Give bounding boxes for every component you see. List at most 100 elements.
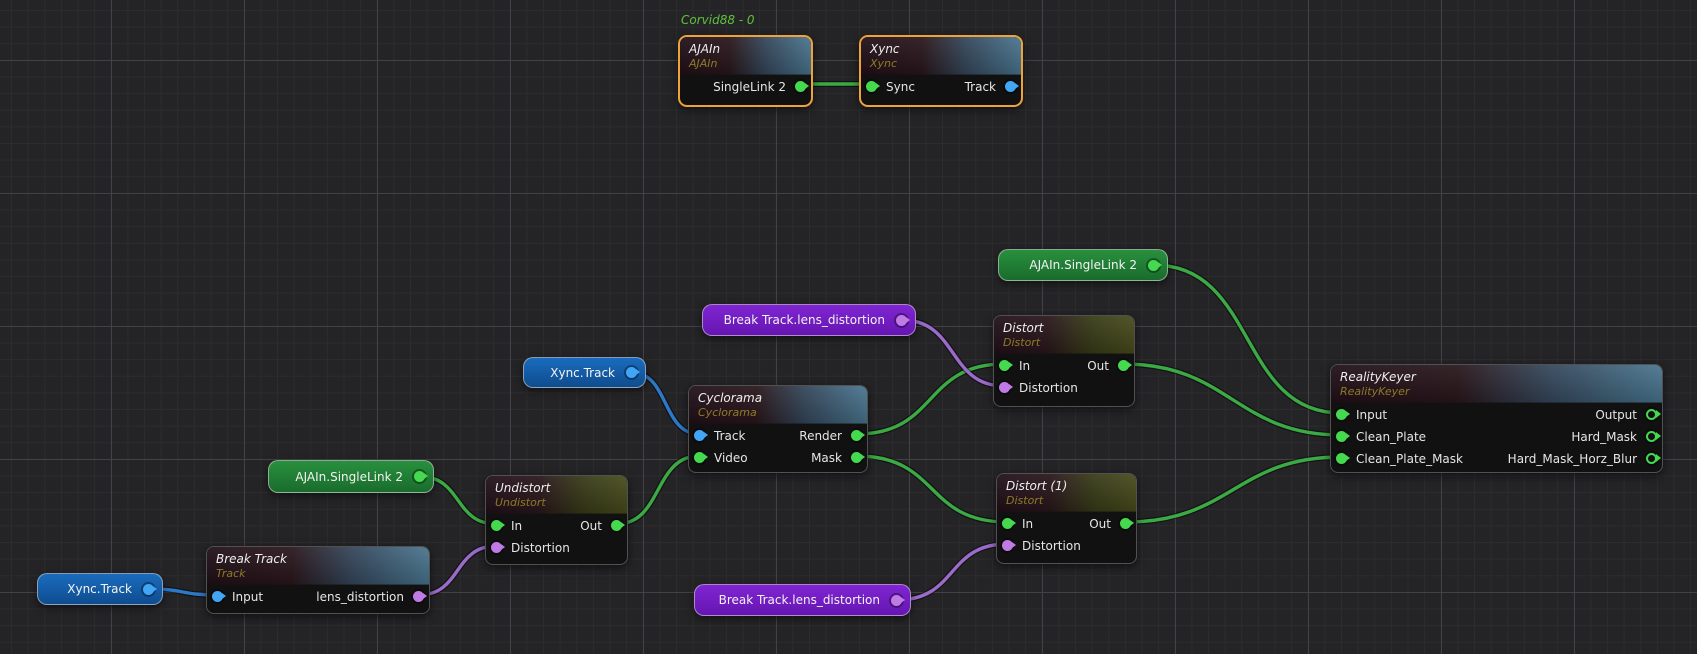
portal-port-dot[interactable] xyxy=(1148,259,1162,271)
input-port-in[interactable] xyxy=(491,520,505,531)
output-port-hard-mask-horz-blur[interactable] xyxy=(1646,453,1661,464)
output-port-out[interactable] xyxy=(611,520,625,531)
node-subtitle: Distort xyxy=(1003,336,1041,349)
node-title: RealityKeyer xyxy=(1340,370,1416,384)
wire[interactable] xyxy=(896,542,1008,602)
input-port-input[interactable] xyxy=(212,591,226,602)
portal-node-ajain-singlelink-2[interactable]: AJAIn.SingleLink 2 xyxy=(268,460,434,493)
input-port-clean-plate[interactable] xyxy=(1336,431,1350,442)
output-port-output[interactable] xyxy=(1646,409,1661,420)
wire[interactable] xyxy=(856,454,1008,524)
wire[interactable] xyxy=(901,318,1005,388)
output-port-hard-mask[interactable] xyxy=(1646,431,1661,442)
wire[interactable] xyxy=(616,454,700,526)
output-port-label: Track xyxy=(964,80,996,94)
output-port-label: Out xyxy=(1089,517,1111,531)
output-port-render[interactable] xyxy=(851,430,865,441)
portal-port-dot[interactable] xyxy=(896,314,910,326)
output-port-out[interactable] xyxy=(1118,360,1132,371)
node-title: Undistort xyxy=(495,481,551,495)
input-port-clean-plate-mask[interactable] xyxy=(1336,453,1350,464)
input-port-label: Distortion xyxy=(511,541,570,555)
portal-label: AJAIn.SingleLink 2 xyxy=(295,469,403,484)
input-port-distortion[interactable] xyxy=(999,382,1013,393)
port-row: Clean_Plate_Mask Hard_Mask_Horz_Blur xyxy=(1331,448,1662,470)
node-header[interactable]: Distort (1)Distort xyxy=(997,474,1136,512)
portal-port-dot[interactable] xyxy=(414,471,428,482)
input-port-sync[interactable] xyxy=(866,81,880,92)
input-port-distortion[interactable] xyxy=(1002,540,1016,551)
input-port-label: Input xyxy=(1356,408,1388,422)
output-port-label: Hard_Mask_Horz_Blur xyxy=(1507,452,1637,466)
portal-port-dot[interactable] xyxy=(143,583,157,595)
input-port-in[interactable] xyxy=(1002,518,1016,529)
portal-label: Break Track.lens_distortion xyxy=(718,593,880,607)
output-port-track[interactable] xyxy=(1005,81,1019,92)
node-subtitle: Track xyxy=(216,567,246,580)
portal-port-dot[interactable] xyxy=(626,367,640,378)
input-port-video[interactable] xyxy=(694,452,708,463)
node-title: Break Track xyxy=(216,552,287,566)
input-port-label: Clean_Plate xyxy=(1356,430,1427,444)
port-row: Track Render xyxy=(689,425,867,447)
input-port-label: Distortion xyxy=(1019,381,1078,395)
portal-node-xync-track[interactable]: Xync.Track xyxy=(523,357,646,388)
portal-node-xync-track[interactable]: Xync.Track xyxy=(37,573,163,605)
input-port-label: Clean_Plate_Mask xyxy=(1356,452,1463,466)
node-title: Cyclorama xyxy=(698,391,763,405)
output-port-label: Output xyxy=(1595,408,1637,422)
portal-port-dot[interactable] xyxy=(891,594,905,606)
input-port-track[interactable] xyxy=(694,430,708,441)
node-subtitle: Cyclorama xyxy=(698,406,757,419)
portal-node-break-track-lens-distortion[interactable]: Break Track.lens_distortion xyxy=(702,304,916,336)
output-port-out[interactable] xyxy=(1120,518,1134,529)
output-port-lens-distortion[interactable] xyxy=(413,591,427,602)
wire[interactable] xyxy=(1125,455,1342,524)
output-port-label: Mask xyxy=(811,451,842,465)
portal-node-ajain-singlelink-2[interactable]: AJAIn.SingleLink 2 xyxy=(998,249,1168,281)
input-port-label: Track xyxy=(714,429,746,443)
input-port-label: Input xyxy=(232,590,264,604)
node-subtitle: AJAIn xyxy=(689,57,718,70)
input-port-in[interactable] xyxy=(999,360,1013,371)
node-title: Xync xyxy=(870,42,900,56)
wire[interactable] xyxy=(1153,263,1342,415)
output-port-label: Render xyxy=(799,429,842,443)
wire[interactable] xyxy=(856,362,1005,436)
input-port-label: Video xyxy=(714,451,748,465)
device-annotation-label: Corvid88 - 0 xyxy=(681,13,755,27)
port-row: Video Mask xyxy=(689,447,867,469)
output-port-mask[interactable] xyxy=(851,452,865,463)
output-port-singlelink-2[interactable] xyxy=(795,81,809,92)
portal-node-break-track-lens-distortion[interactable]: Break Track.lens_distortion xyxy=(694,584,911,616)
wire[interactable] xyxy=(418,544,497,597)
input-port-input[interactable] xyxy=(1336,409,1350,420)
node-title: Distort (1) xyxy=(1006,479,1068,493)
wire[interactable] xyxy=(1123,362,1342,437)
node-subtitle: Undistort xyxy=(495,496,546,509)
port-row: Distortion xyxy=(486,537,627,559)
portal-label: Xync.Track xyxy=(67,582,132,596)
portal-label: Break Track.lens_distortion xyxy=(723,313,885,327)
port-row: Distortion xyxy=(994,377,1134,399)
input-port-distortion[interactable] xyxy=(491,542,505,553)
